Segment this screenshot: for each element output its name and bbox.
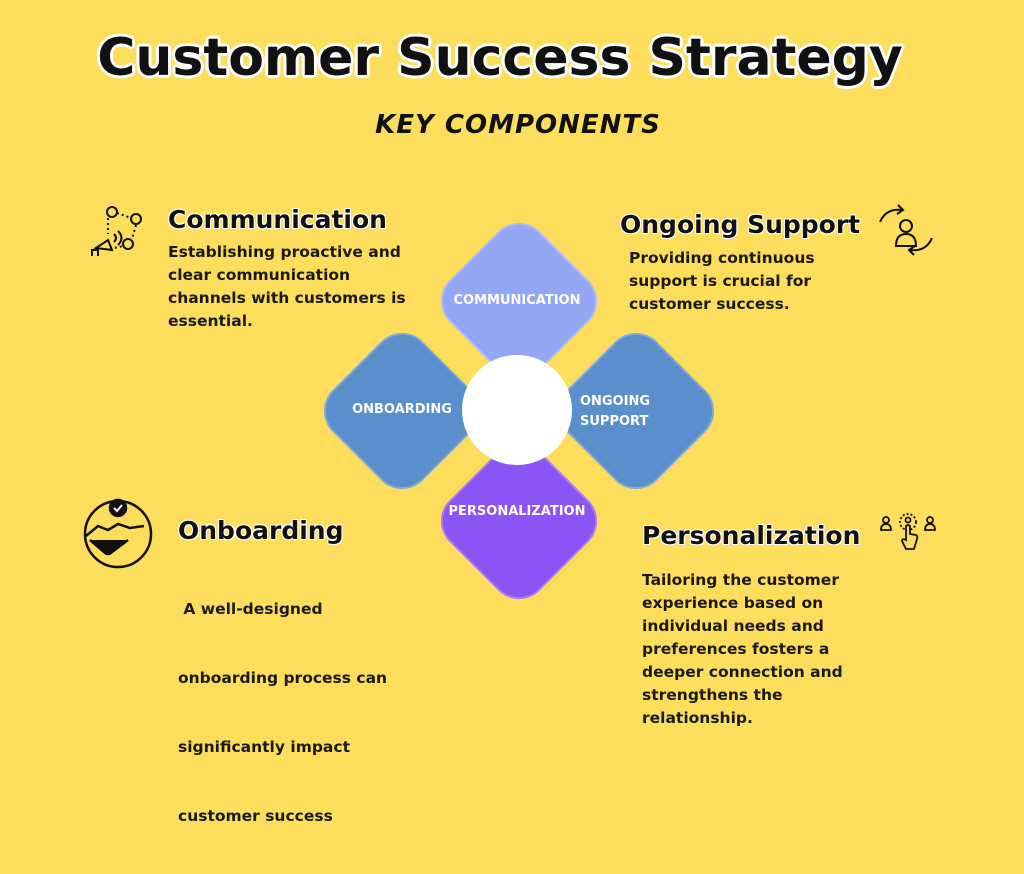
center-circle (462, 355, 572, 465)
communication-heading: Communication (168, 205, 387, 234)
communication-text-line: essential. (168, 312, 253, 330)
diamond-label-communication: COMMUNICATION (453, 293, 581, 308)
personalization-text-line: strengthens the (642, 686, 783, 704)
personalization-text-line: deeper connection and (642, 663, 843, 681)
ongoing-support-text-line: support is crucial for (629, 272, 812, 290)
onboarding-heading: Onboarding (178, 516, 344, 545)
ongoing-support-heading: Ongoing Support (620, 210, 861, 239)
page-subtitle: KEY COMPONENTS (375, 110, 661, 140)
diamond-label-ongoing: ONGOING SUPPORT (580, 392, 664, 432)
onboarding-text-line: customer success (178, 807, 333, 825)
ongoing-support-text-line: customer success. (629, 295, 790, 313)
user-refresh-icon (879, 204, 933, 256)
personalization-text-line: relationship. (642, 709, 753, 727)
personalization-text-line: Tailoring the customer (642, 571, 839, 589)
handshake-check-icon (83, 498, 153, 569)
onboarding-text-line: A well-designed (178, 600, 323, 618)
ongoing-support-text-line: Providing continuous (629, 249, 815, 267)
communication-text-line: Establishing proactive and (168, 243, 401, 261)
communication-text-line: channels with customers is (168, 289, 406, 307)
communication-text-line: clear communication (168, 266, 351, 284)
user-select-pointer-icon (880, 513, 936, 550)
diamond-label-onboarding: ONBOARDING (352, 402, 452, 417)
page-title: Customer Success Strategy (97, 28, 903, 88)
onboarding-text-line: significantly impact (178, 738, 350, 756)
personalization-heading: Personalization (642, 521, 861, 550)
people-network-megaphone-icon (91, 206, 142, 256)
personalization-text-line: individual needs and (642, 617, 824, 635)
diamond-label-personalization: PERSONALIZATION (448, 504, 586, 519)
onboarding-text-line: onboarding process can (178, 669, 388, 687)
diamond-label-ongoing-line2: SUPPORT (580, 414, 649, 429)
diamond-label-ongoing-line1: ONGOING (580, 394, 651, 409)
personalization-text-line: preferences fosters a (642, 640, 830, 658)
personalization-text-line: experience based on (642, 594, 824, 612)
